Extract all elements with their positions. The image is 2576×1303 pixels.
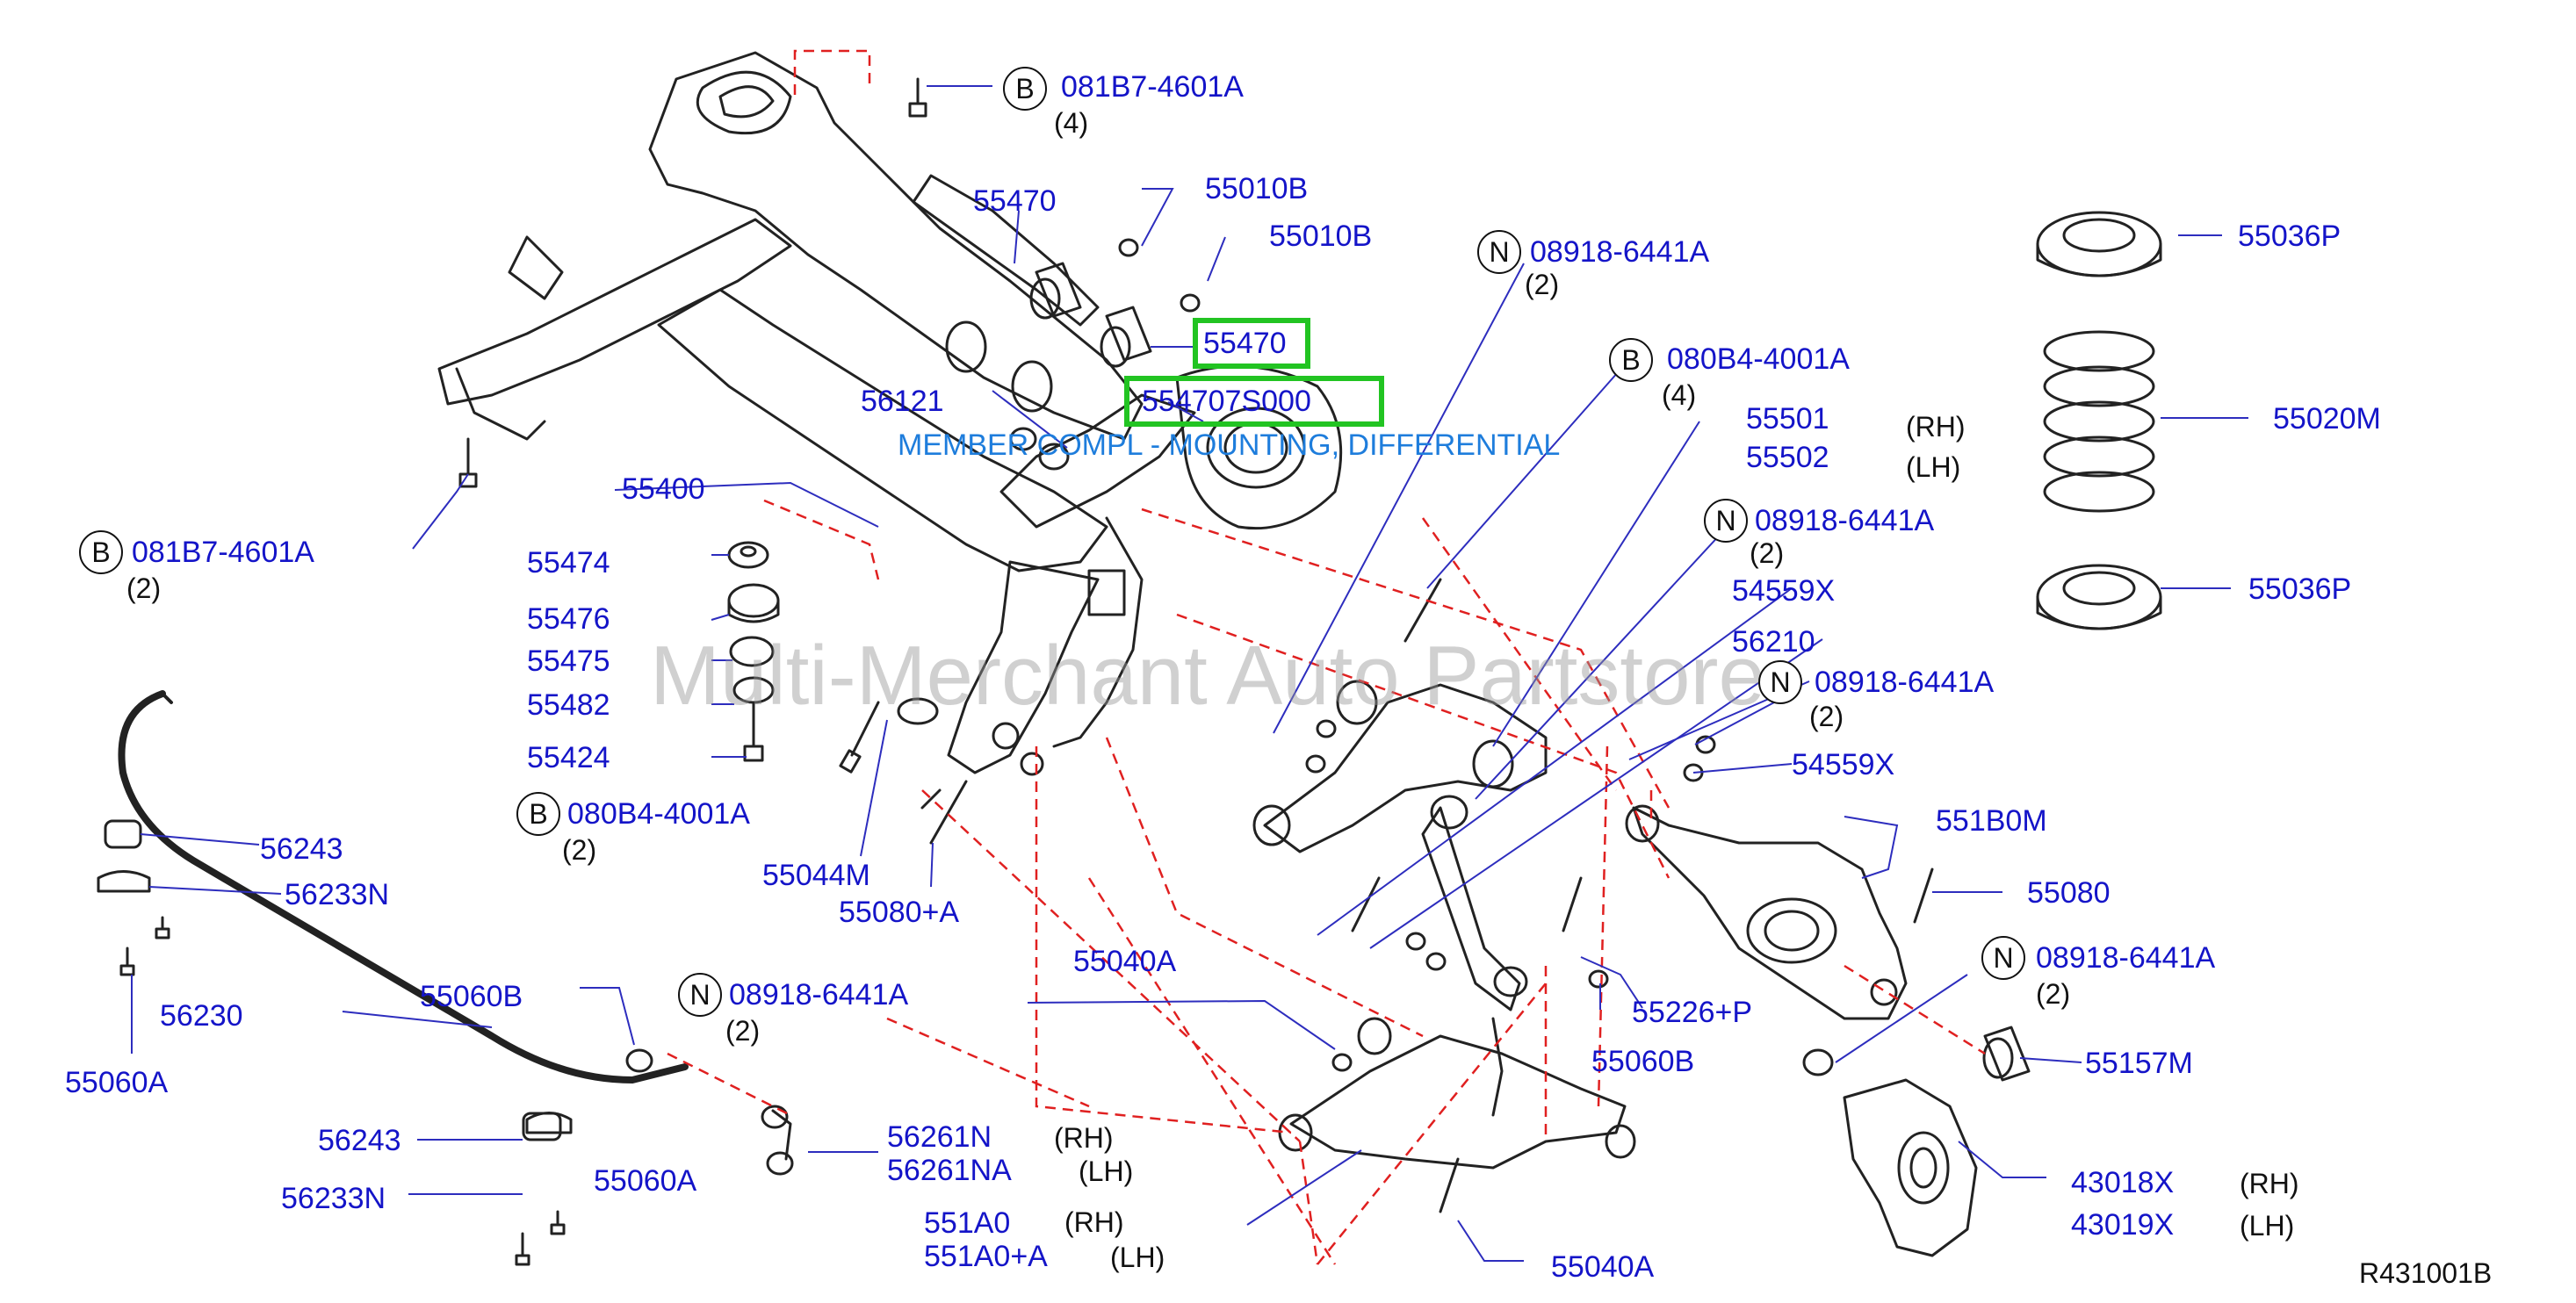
callout-marker-b: B [1609, 338, 1653, 382]
callout-55470-upper[interactable]: 55470 [973, 184, 1057, 218]
lower-arm-rear [1625, 804, 1908, 1020]
callout-marker-b: B [1003, 67, 1047, 111]
callout-side: (LH) [1110, 1242, 1165, 1273]
callout-55060a-lower[interactable]: 55060A [594, 1164, 697, 1198]
callout-55010b-upper[interactable]: 55010B [1205, 172, 1309, 205]
callout-551a0-a[interactable]: 551A0+A [924, 1240, 1048, 1273]
callout-08918-6441a-center[interactable]: 08918-6441A [729, 978, 909, 1011]
callout-55424[interactable]: 55424 [527, 741, 610, 774]
callout-56261n[interactable]: 56261N [887, 1120, 992, 1154]
bolt-group-top [458, 77, 927, 488]
callout-qty: (2) [562, 834, 597, 866]
callout-43018x[interactable]: 43018X [2071, 1166, 2175, 1199]
callout-080b4-4001a-upper[interactable]: 080B4-4001A [1667, 342, 1850, 376]
callout-qty: (2) [126, 572, 162, 604]
stabilizer-link [625, 1048, 794, 1176]
callout-55040a-lower[interactable]: 55040A [1551, 1250, 1655, 1284]
callout-qty: (2) [1525, 269, 1560, 300]
callout-08918-6441a-top[interactable]: 08918-6441A [1530, 235, 1710, 269]
leader-lines [131, 85, 2248, 1262]
highlighted-part-description: MEMBER COMPL - MOUNTING, DIFFERENTIAL [898, 428, 1561, 462]
callout-54559x-lower[interactable]: 54559X [1792, 748, 1895, 781]
callout-qty: (2) [2036, 978, 2071, 1010]
bushing-pair [1029, 238, 1201, 368]
callout-55060b-right[interactable]: 55060B [1591, 1045, 1695, 1078]
callout-marker-n: N [1981, 936, 2025, 980]
callout-marker-n: N [1704, 499, 1748, 543]
callout-56121[interactable]: 56121 [861, 385, 944, 418]
callout-55475[interactable]: 55475 [527, 644, 610, 678]
highlight-box-554707s000 [1124, 376, 1384, 427]
callout-43019x[interactable]: 43019X [2071, 1208, 2175, 1242]
mount-stack [727, 541, 780, 762]
callout-56243-lower[interactable]: 56243 [318, 1124, 401, 1157]
callout-55080-a[interactable]: 55080+A [839, 896, 960, 929]
callout-55040a-upper[interactable]: 55040A [1073, 945, 1177, 978]
callout-56261na[interactable]: 56261NA [887, 1154, 1012, 1187]
callout-55474[interactable]: 55474 [527, 546, 610, 580]
callout-08918-6441a-right[interactable]: 08918-6441A [1815, 666, 1995, 699]
callout-side: (RH) [1054, 1122, 1114, 1154]
callout-080b4-4001a-left[interactable]: 080B4-4001A [567, 797, 750, 831]
callout-55036p-top[interactable]: 55036P [2238, 220, 2341, 253]
callout-marker-b: B [79, 530, 123, 574]
spring-stack [2036, 211, 2162, 630]
callout-55080[interactable]: 55080 [2027, 876, 2111, 910]
callout-081b7-4601a-left[interactable]: 081B7-4601A [132, 536, 314, 569]
callout-55226-p[interactable]: 55226+P [1632, 996, 1753, 1029]
callout-qty: (2) [1809, 701, 1844, 732]
callout-marker-n: N [1477, 230, 1521, 274]
callout-side: (LH) [2240, 1210, 2295, 1242]
callout-55060a-left[interactable]: 55060A [65, 1066, 169, 1099]
upper-link-arm [1252, 680, 1548, 853]
callout-081b7-4601a[interactable]: 081B7-4601A [1061, 70, 1244, 104]
highlight-box-55470 [1193, 318, 1310, 369]
callout-55482[interactable]: 55482 [527, 688, 610, 722]
callout-551a0[interactable]: 551A0 [924, 1206, 1011, 1240]
callout-55501[interactable]: 55501 [1746, 402, 1829, 436]
callout-qty: (2) [725, 1015, 761, 1047]
stabilizer-bar [97, 690, 689, 1266]
callout-55010b-lower[interactable]: 55010B [1269, 220, 1373, 253]
callout-55036p-bottom[interactable]: 55036P [2248, 572, 2352, 606]
callout-55020m[interactable]: 55020M [2273, 402, 2381, 436]
callout-54559x-upper[interactable]: 54559X [1732, 574, 1836, 608]
callout-08918-6441a-lower-right[interactable]: 08918-6441A [2036, 941, 2216, 975]
callout-side: (RH) [2240, 1168, 2299, 1199]
callout-qty: (4) [1054, 107, 1089, 139]
callout-56210[interactable]: 56210 [1732, 625, 1815, 659]
callout-side: (RH) [1906, 411, 1966, 443]
bushing-55157m [1802, 1026, 2031, 1082]
lower-arm-front [1278, 1017, 1636, 1170]
callout-56243-upper[interactable]: 56243 [260, 832, 343, 866]
callout-side: (LH) [1079, 1155, 1134, 1187]
callout-08918-6441a-mid[interactable]: 08918-6441A [1755, 504, 1935, 537]
callout-55400[interactable]: 55400 [622, 472, 705, 506]
callout-551b0m[interactable]: 551B0M [1936, 804, 2047, 838]
assembly-dashed-lines [667, 49, 1986, 1265]
highlighted-part-number[interactable]: 554707S000 [1142, 385, 1311, 418]
callout-qty: (2) [1750, 537, 1785, 569]
diagram-reference-code: R431001B [2359, 1257, 2493, 1289]
callout-qty: (4) [1662, 379, 1697, 411]
callout-56233n-lower[interactable]: 56233N [281, 1182, 386, 1215]
callout-55502[interactable]: 55502 [1746, 441, 1829, 474]
callout-55060b-left[interactable]: 55060B [420, 980, 523, 1013]
callout-55476[interactable]: 55476 [527, 602, 610, 636]
callout-side: (LH) [1906, 451, 1961, 483]
callout-55044m[interactable]: 55044M [762, 859, 870, 892]
callout-56230[interactable]: 56230 [160, 999, 243, 1033]
callout-side: (RH) [1064, 1206, 1124, 1238]
callout-56233n-upper[interactable]: 56233N [285, 878, 390, 911]
callout-marker-n: N [678, 973, 722, 1017]
knuckle [1843, 1078, 1978, 1257]
callout-marker-n: N [1758, 660, 1802, 704]
callout-55157m[interactable]: 55157M [2085, 1047, 2193, 1080]
callout-55470-highlighted[interactable]: 55470 [1203, 327, 1287, 360]
callout-marker-b: B [516, 792, 560, 836]
shock-absorber [1421, 795, 1528, 1011]
watermark-text: Multi-Merchant Auto Partstore [650, 629, 1765, 723]
